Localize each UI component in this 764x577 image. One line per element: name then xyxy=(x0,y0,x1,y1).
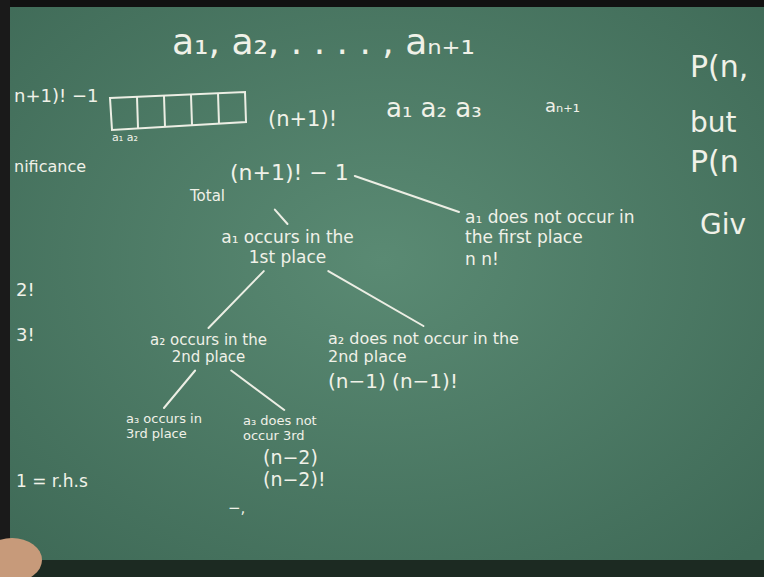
tree-node: a₃ occurs in 3rd place xyxy=(126,412,226,442)
chalk-note: Giv xyxy=(700,210,746,241)
tree-branch xyxy=(231,371,284,411)
tree-branch xyxy=(328,271,423,326)
tree-branch xyxy=(209,271,264,328)
chalk-note: 3! xyxy=(16,325,35,345)
node-note: Total xyxy=(190,188,290,205)
tree-node: a₁ occurs in the 1st place xyxy=(215,228,360,267)
chalk-note: nificance xyxy=(14,158,86,176)
chalk-note: (n+1)! xyxy=(268,108,337,131)
node-text: a₁ does not occur in the first place xyxy=(465,208,647,247)
tree-node: a₂ does not occur in the 2nd place (n−1) … xyxy=(328,330,543,393)
tree-branch xyxy=(164,371,195,409)
chalk-note: aₙ₊₁ xyxy=(545,96,580,116)
chalk-note: −, xyxy=(228,500,245,517)
node-text: a₃ occurs in 3rd place xyxy=(126,412,226,442)
cell-row xyxy=(110,92,246,130)
chalk-note: a₁, a₂, . . . . , aₙ₊₁ xyxy=(172,22,475,62)
node-note: (n−2)(n−2)! xyxy=(263,447,378,491)
tree-node: (n+1)! − 1 Total xyxy=(190,160,365,206)
board-frame xyxy=(0,560,764,577)
node-note: (n−1) (n−1)! xyxy=(328,370,528,393)
tree-node: a₃ does not occur 3rd(n−2)(n−2)! xyxy=(243,414,378,491)
chalk-note: P(n, xyxy=(690,50,748,83)
chalk-note: n+1)! −1 xyxy=(14,86,98,106)
board-frame xyxy=(0,0,10,577)
node-text: a₂ occurs in the 2nd place xyxy=(136,332,281,367)
node-text: a₂ does not occur in the 2nd place xyxy=(328,330,538,367)
hand xyxy=(0,538,42,577)
chalk-note: P(n xyxy=(690,145,739,178)
node-text: a₃ does not occur 3rd xyxy=(243,414,331,444)
node-text: a₁ occurs in the 1st place xyxy=(215,228,360,267)
chalk-note: 1 = r.h.s xyxy=(16,472,88,491)
tree-branch xyxy=(355,176,459,212)
node-text: (n+1)! − 1 xyxy=(230,160,365,185)
board-frame xyxy=(0,0,764,7)
chalk-note: a₁ a₂ xyxy=(112,132,138,144)
tree-node: a₁ does not occur in the first place n n! xyxy=(465,208,680,270)
chalk-note: but xyxy=(690,108,737,139)
chalk-note: a₁ a₂ a₃ xyxy=(386,94,482,123)
node-note: n n! xyxy=(465,250,565,270)
tree-node: a₂ occurs in the 2nd place xyxy=(136,332,281,367)
tree-branch xyxy=(275,210,288,224)
chalk-note: 2! xyxy=(16,280,35,300)
